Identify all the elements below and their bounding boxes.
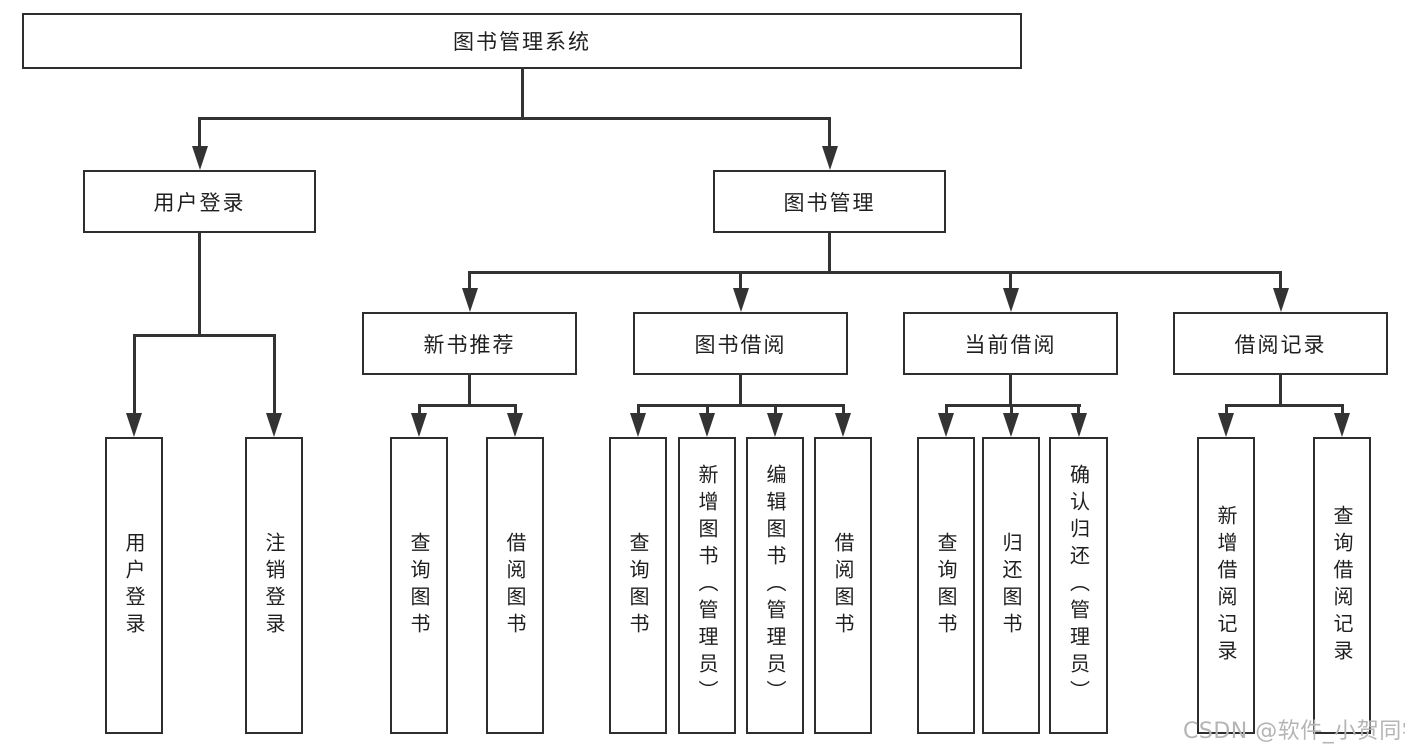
arrow-down-groupD1: [938, 413, 954, 437]
connector-current-borrow-shaft: [1009, 272, 1012, 292]
connector-groupC-stub: [739, 373, 742, 406]
connector-book-mgmt-stub: [828, 231, 831, 273]
connector-groupE-stub: [1279, 373, 1282, 406]
arrow-down-leaf-login: [126, 413, 142, 437]
connector-groupD1-shaft: [944, 404, 948, 417]
leaf-edit-book-admin: 编辑图书（管理员）: [746, 437, 804, 734]
connector-book-borrow-shaft: [739, 272, 742, 292]
arrow-down-groupC2: [699, 413, 715, 437]
arrow-down-groupB2: [507, 413, 523, 437]
arrow-down-book-borrow: [732, 288, 749, 312]
connector-groupD3-shaft: [1077, 404, 1080, 417]
connector-groupE2-shaft: [1340, 404, 1344, 417]
node-user-login: 用户登录: [83, 170, 316, 233]
node-library-management-system: 图书管理系统: [22, 13, 1022, 69]
connector-new-books-shaft: [468, 272, 471, 292]
leaf-return-books: 归还图书: [982, 437, 1040, 734]
node-current-borrowing: 当前借阅: [903, 312, 1118, 375]
connector-groupB-stub: [468, 373, 471, 406]
connector-groupD2-shaft: [1009, 404, 1013, 417]
connector-user-login-stub: [198, 231, 201, 336]
arrow-down-user-login: [191, 146, 208, 170]
connector-groupC4-shaft: [841, 404, 845, 417]
node-book-borrowing: 图书借阅: [633, 312, 848, 375]
connector-groupC1-shaft: [636, 404, 640, 417]
connector-user-login-rail: [132, 334, 276, 337]
leaf-add-borrow-record: 新增借阅记录: [1197, 437, 1255, 734]
arrow-down-groupD3: [1070, 413, 1087, 437]
arrow-down-new-books: [461, 288, 478, 312]
connector-leaf-logout-shaft: [272, 334, 276, 417]
connector-groupD-stub: [1009, 373, 1012, 406]
node-borrowing-records: 借阅记录: [1173, 312, 1388, 375]
arrow-down-groupC4: [835, 413, 851, 437]
leaf-confirm-return-admin: 确认归还（管理员）: [1049, 437, 1108, 734]
leaf-logout: 注销登录: [245, 437, 303, 734]
connector-user-login-shaft: [198, 117, 201, 150]
leaf-add-book-admin: 新增图书（管理员）: [678, 437, 736, 734]
connector-groupB1-shaft: [417, 404, 421, 417]
node-new-book-recommend: 新书推荐: [362, 312, 577, 375]
leaf-query-books-recommend: 查询图书: [390, 437, 448, 734]
connector-groupB2-shaft: [513, 404, 517, 417]
leaf-query-books-current: 查询图书: [917, 437, 975, 734]
arrow-down-leaf-logout: [266, 413, 282, 437]
leaf-query-books-borrowing: 查询图书: [609, 437, 667, 734]
leaf-query-borrow-record: 查询借阅记录: [1313, 437, 1371, 734]
connector-root-stub: [520, 67, 524, 119]
connector-level3-rail: [468, 271, 1282, 274]
node-book-management: 图书管理: [713, 170, 946, 233]
arrow-down-groupB1: [411, 413, 427, 437]
arrow-down-book-mgmt: [821, 146, 838, 170]
connector-groupE1-shaft: [1224, 404, 1228, 417]
leaf-borrow-books-recommend: 借阅图书: [486, 437, 544, 734]
arrow-down-current-borrow: [1002, 288, 1019, 312]
arrow-down-groupC3: [767, 413, 783, 437]
watermark: CSDN @软件_小贺同学: [1183, 719, 1405, 744]
leaf-user-login: 用户登录: [105, 437, 163, 734]
connector-groupE-rail: [1224, 404, 1344, 407]
connector-groupD-rail: [944, 404, 1081, 407]
arrow-down-groupD2: [1003, 413, 1019, 437]
arrow-down-groupC1: [630, 413, 646, 437]
arrow-down-groupE1: [1218, 413, 1234, 437]
arrow-down-borrow-records: [1272, 288, 1289, 312]
connector-level2-rail: [198, 117, 831, 120]
connector-groupC2-shaft: [705, 404, 709, 417]
connector-groupB-rail: [417, 404, 517, 407]
connector-groupC-rail: [636, 404, 845, 407]
leaf-borrow-books-borrowing: 借阅图书: [814, 437, 872, 734]
connector-leaf-login-shaft: [132, 334, 136, 417]
arrow-down-groupE2: [1334, 413, 1350, 437]
connector-borrow-records-shaft: [1279, 272, 1282, 292]
connector-book-mgmt-shaft: [828, 117, 831, 150]
connector-groupC3-shaft: [773, 404, 777, 417]
